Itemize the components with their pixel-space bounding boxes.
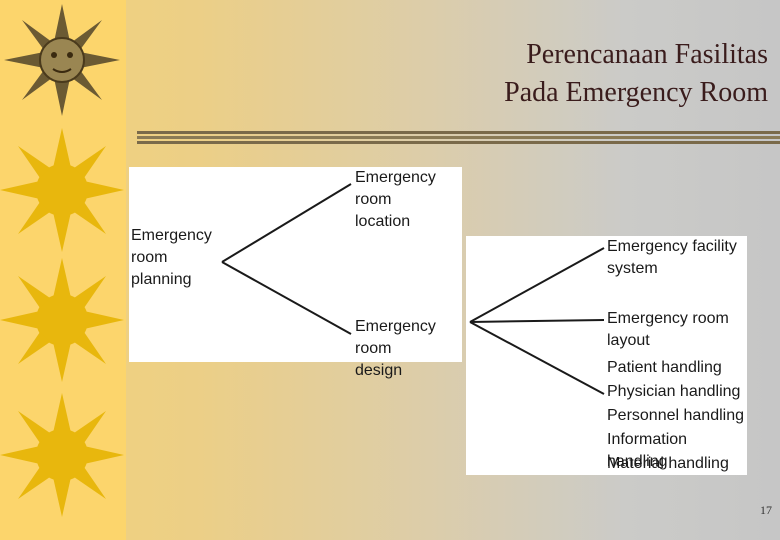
branch-label-patient-handling: Patient handling [607,359,722,376]
branch-label-room-layout: Emergency room layout [607,310,729,349]
branch-label-design: Emergency room design [355,318,436,379]
sun-face-icon [4,4,120,116]
title-divider-rule [137,131,780,144]
title-line-1: Perencanaan Fasilitas [526,39,768,70]
branch-label-physician-handling: Physician handling [607,383,741,400]
sun-decorations [0,4,124,517]
sun-icon [0,393,124,517]
diagram-design-lines [469,247,605,395]
branch-label-personnel-handling: Personnel handling [607,407,744,424]
branch-label-material-handling: Material handling [607,455,729,472]
branch-label-information-handling: Information handling [607,431,688,470]
page-number: 17 [760,503,772,517]
title-line-2: Pada Emergency Room [504,77,768,108]
slide-title: Perencanaan Fasilitas Pada Emergency Roo… [504,36,768,112]
sun-icon [0,258,124,382]
branch-label-facility-system: Emergency facility system [607,238,737,277]
diagram-design-panel: Emergency facility system Emergency room… [466,236,747,475]
diagram-planning-lines [221,183,352,335]
branch-label-location: Emergency room location [355,169,436,230]
sun-icon [0,128,124,252]
diagram-planning-panel: Emergency room planning Emergency room l… [129,167,462,379]
root-label-planning: Emergency room planning [131,227,212,288]
